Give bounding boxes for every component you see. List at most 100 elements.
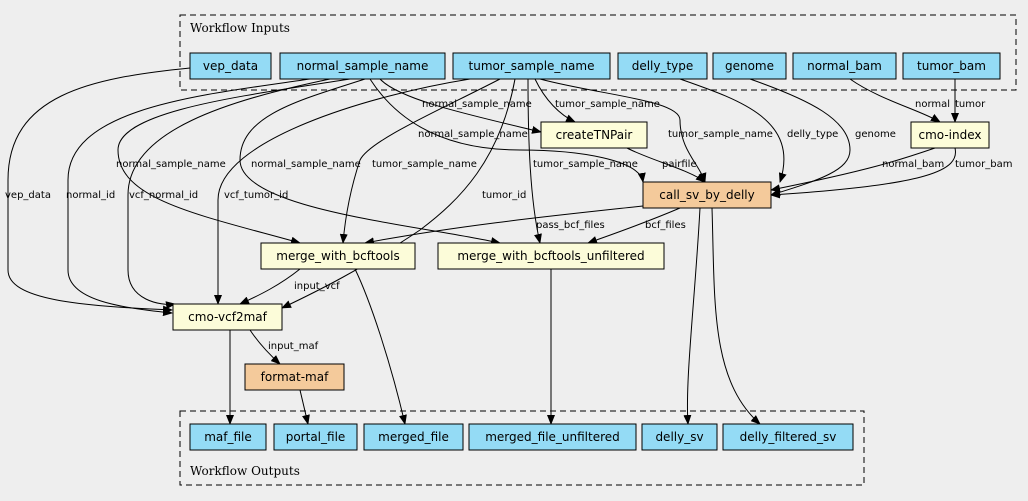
edge-line — [683, 207, 701, 425]
node-box — [244, 363, 345, 391]
node-box — [189, 423, 267, 451]
edge-line — [239, 268, 301, 305]
edge-label: tumor_sample_name — [533, 159, 638, 170]
node-merged-file[interactable]: merged_file — [363, 423, 464, 451]
node-tumor-sample-name[interactable]: tumor_sample_name — [452, 52, 611, 80]
edge-delly-type-to-call-sv-by-delly: delly_type — [679, 78, 838, 183]
node-label: delly_sv — [655, 430, 703, 444]
node-box — [540, 121, 648, 149]
edge-label: tumor_sample_name — [668, 129, 773, 140]
node-label: delly_filtered_sv — [740, 430, 837, 444]
workflow-outputs-title: Workflow Outputs — [190, 464, 300, 478]
node-label: merged_file_unfiltered — [485, 430, 620, 444]
node-label: delly_type — [632, 59, 694, 73]
edge-line — [67, 78, 311, 317]
edge-createTNPair-to-call-sv-by-delly: pairfile — [626, 147, 706, 183]
edge-vep-data-to-cmo-vcf2maf: vep_data — [5, 67, 191, 314]
edge-tumor-sample-name-to-merge-with-bcftools-unfiltered: tumor_sample_name — [527, 78, 638, 244]
node-label: merge_with_bcftools — [276, 249, 399, 263]
node-cmo-vcf2maf[interactable]: cmo-vcf2maf — [172, 303, 283, 331]
node-box — [260, 242, 416, 270]
edge-label: normal_sample_name — [418, 129, 528, 140]
node-tumor-bam[interactable]: tumor_bam — [902, 52, 1001, 80]
edge-line — [626, 147, 706, 183]
edge-line — [364, 205, 644, 246]
edge-tumor-bam-to-cmo-index: tumor — [951, 79, 986, 123]
edge-label: tumor_sample_name — [372, 159, 477, 170]
node-box — [363, 423, 464, 451]
node-box — [712, 52, 787, 80]
node-box — [172, 303, 283, 331]
node-box — [642, 181, 772, 209]
edge-line — [539, 78, 707, 183]
workflow-outputs-cluster: Workflow Outputs — [179, 410, 865, 486]
node-format-maf[interactable]: format-maf — [244, 363, 345, 391]
node-label: merged_file — [378, 430, 449, 444]
node-createTNPair[interactable]: createTNPair — [540, 121, 648, 149]
edge-label: input_maf — [268, 341, 319, 352]
node-label: maf_file — [204, 430, 252, 444]
node-normal-sample-name[interactable]: normal_sample_name — [279, 52, 446, 80]
edge-label: input_vcf — [294, 281, 340, 292]
edge-label: normal_id — [66, 190, 115, 201]
node-delly-type[interactable]: delly_type — [617, 52, 708, 80]
node-box — [910, 121, 990, 149]
edge-normal-sample-name-to-merge-with-bcftools-unfiltered: normal_sample_name — [239, 78, 501, 245]
edge-label: tumor_id — [482, 190, 526, 201]
node-label: format-maf — [261, 370, 329, 384]
edge-label: tumor — [955, 99, 986, 110]
edge-label: genome — [855, 129, 896, 140]
node-genome[interactable]: genome — [712, 52, 787, 80]
edge-line — [239, 78, 501, 245]
edge-label: bcf_files — [645, 220, 686, 231]
edge-cmo-index-to-call-sv-by-delly: normal_bam — [770, 147, 944, 193]
edge-merge-with-bcftools-to-merged-file — [354, 268, 407, 425]
workflow-inputs-cluster: Workflow Inputs — [179, 14, 1017, 91]
node-box — [452, 52, 611, 80]
workflow-inputs-title: Workflow Inputs — [190, 21, 290, 35]
edge-line — [339, 78, 501, 244]
node-box — [468, 423, 637, 451]
node-call-sv-by-delly[interactable]: call_sv_by_delly — [642, 181, 772, 209]
node-delly-sv[interactable]: delly_sv — [641, 423, 718, 451]
node-vep-data[interactable]: vep_data — [189, 52, 272, 80]
node-merge-with-bcftools[interactable]: merge_with_bcftools — [260, 242, 416, 270]
edge-format-maf-to-portal-file — [299, 389, 310, 425]
edge-label: normal_sample_name — [422, 99, 532, 110]
node-label: normal_bam — [807, 59, 882, 73]
edge-label: pairfile — [662, 159, 697, 170]
node-merged-file-unfiltered[interactable]: merged_file_unfiltered — [468, 423, 637, 451]
node-box — [722, 423, 854, 451]
edge-normal-sample-name-to-cmo-vcf2maf: normal_id — [66, 78, 311, 317]
edge-label: normal — [915, 99, 950, 110]
edge-line — [354, 268, 407, 425]
edge-normal-sample-name-to-createTNPair: normal_sample_name — [379, 78, 542, 134]
node-normal-bam[interactable]: normal_bam — [792, 52, 897, 80]
node-label: tumor_sample_name — [469, 59, 595, 73]
node-maf-file[interactable]: maf_file — [189, 423, 267, 451]
edge-normal-sample-name-to-call-sv-by-delly: normal_sample_name — [369, 78, 646, 183]
edge-call-sv-by-delly-to-delly-filtered-sv — [711, 207, 761, 425]
edge-tumor-sample-name-to-cmo-vcf2maf: tumor_id — [281, 78, 526, 309]
node-delly-filtered-sv[interactable]: delly_filtered_sv — [722, 423, 854, 451]
edge-line — [7, 67, 191, 314]
edge-normal-sample-name-to-cmo-vcf2maf: vcf_normal_id — [127, 78, 331, 310]
node-label: call_sv_by_delly — [659, 188, 754, 202]
edge-label: vcf_normal_id — [129, 190, 198, 201]
node-cmo-index[interactable]: cmo-index — [910, 121, 990, 149]
edge-label: tumor_sample_name — [555, 99, 660, 110]
edge-tumor-sample-name-to-cmo-vcf2maf: vcf_tumor_id — [214, 78, 471, 305]
node-portal-file[interactable]: portal_file — [273, 423, 358, 451]
node-label: cmo-vcf2maf — [188, 310, 267, 324]
edge-tumor-sample-name-to-createTNPair: tumor_sample_name — [534, 78, 660, 123]
edge-line — [770, 147, 957, 199]
edge-label: normal_sample_name — [116, 159, 226, 170]
edge-line — [770, 147, 936, 193]
node-label: merge_with_bcftools_unfiltered — [457, 249, 644, 263]
edge-label: pass_bcf_files — [536, 220, 605, 231]
node-box — [617, 52, 708, 80]
node-merge-with-bcftools-unfiltered[interactable]: merge_with_bcftools_unfiltered — [437, 242, 665, 270]
edge-call-sv-by-delly-to-merge-with-bcftools: pass_bcf_files — [364, 205, 644, 246]
node-label: createTNPair — [556, 128, 633, 142]
